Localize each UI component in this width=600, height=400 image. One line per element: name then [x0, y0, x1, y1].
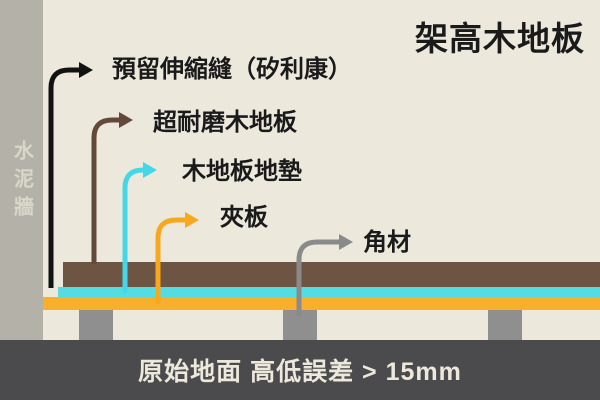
expansion-joint-arrow [48, 62, 93, 288]
original-ground-band: 原始地面 高低誤差 > 15mm [0, 340, 600, 400]
page-title: 架高木地板 [415, 20, 585, 57]
arrowhead-icon [339, 234, 353, 250]
laminate-floorboard-layer [63, 262, 600, 287]
batten-pillar [488, 310, 522, 340]
batten-pillar [79, 310, 113, 340]
laminate-floorboard-label: 超耐磨木地板 [153, 109, 297, 136]
batten-label: 角材 [363, 229, 411, 256]
plywood-label: 夾板 [220, 204, 268, 231]
expansion-joint-label: 預留伸縮縫（矽利康） [112, 56, 352, 83]
arrowhead-icon [119, 112, 133, 128]
cement-wall-label: 水泥牆 [10, 140, 33, 224]
underlay-label: 木地板地墊 [182, 158, 302, 185]
batten-pillar [283, 310, 317, 340]
cement-wall: 水泥牆 [0, 0, 43, 340]
arrowhead-icon [79, 62, 93, 78]
underlay-layer [58, 287, 600, 297]
plywood-layer [43, 297, 600, 310]
laminate-floorboard-arrow [91, 112, 133, 264]
arrowhead-icon [185, 212, 199, 228]
arrowhead-icon [143, 162, 157, 178]
original-ground-label: 原始地面 高低誤差 > 15mm [138, 358, 462, 386]
